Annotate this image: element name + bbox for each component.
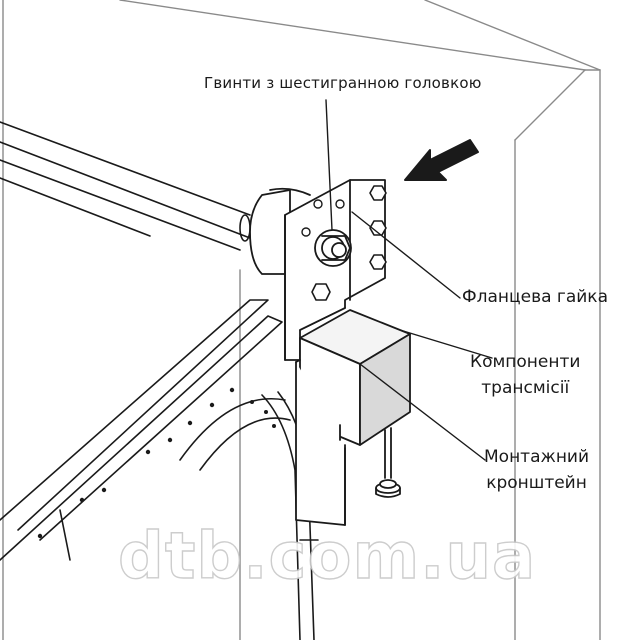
callout-leader-lines xyxy=(325,99,493,461)
flange-nut-drawing xyxy=(314,229,352,267)
room-outline xyxy=(2,0,601,640)
transmission-box-drawing xyxy=(295,309,411,526)
drum-housing xyxy=(249,187,311,275)
horizontal-track xyxy=(0,299,283,561)
mounting-bracket-drawing xyxy=(284,179,387,361)
direction-arrow-icon xyxy=(404,139,479,181)
callout-transmission: Компоненти трансмісії xyxy=(470,349,580,401)
callout-hex-bolts: Гвинти з шестигранною головкою xyxy=(204,74,482,92)
callout-flange-nut: Фланцева гайка xyxy=(462,287,608,307)
callout-transmission-line-2: трансмісії xyxy=(481,378,570,398)
torsion-shaft xyxy=(0,121,251,251)
callout-mounting-bracket-line-1: Монтажний xyxy=(484,447,590,467)
callout-mounting-bracket: Монтажний кронштейн xyxy=(484,444,589,496)
watermark-text: dtb.com.ua xyxy=(117,519,537,594)
callout-mounting-bracket-line-2: кронштейн xyxy=(486,473,587,493)
callout-transmission-line-1: Компоненти xyxy=(470,352,581,372)
